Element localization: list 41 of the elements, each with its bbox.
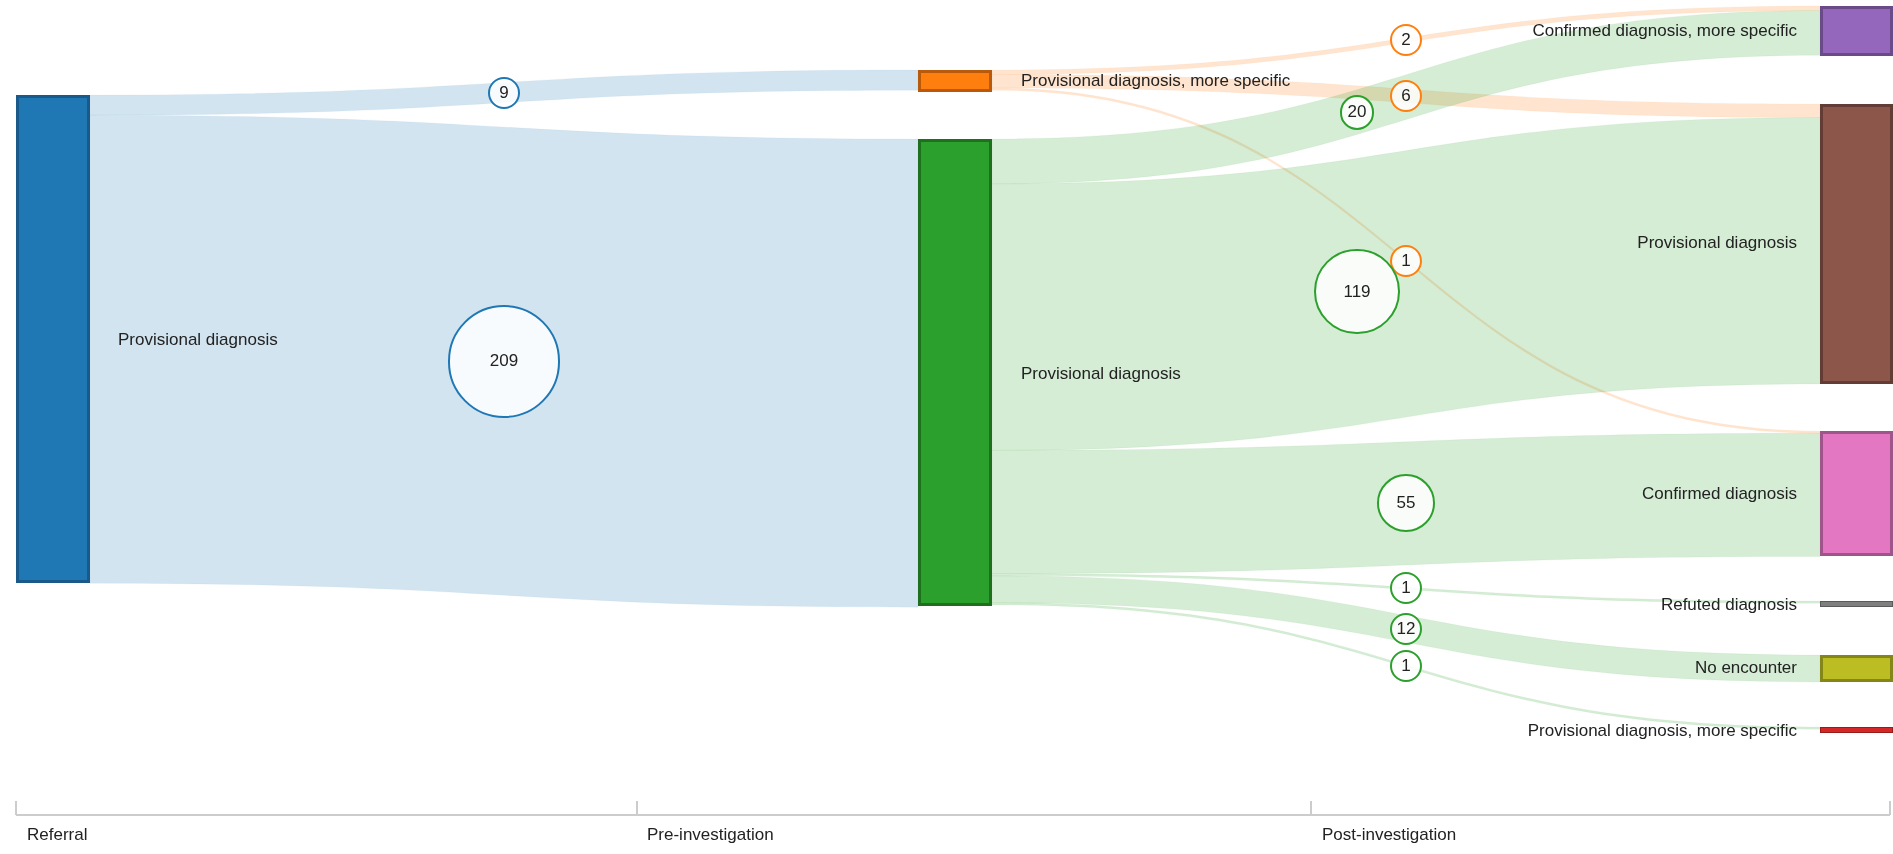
axis-label: Pre-investigation bbox=[647, 825, 774, 845]
flow-band bbox=[991, 432, 1821, 575]
flow-band bbox=[991, 74, 1821, 118]
flow-count: 209 bbox=[447, 304, 561, 418]
node-label: Confirmed diagnosis bbox=[1642, 484, 1797, 504]
flow-count: 12 bbox=[1390, 612, 1422, 645]
node-bar bbox=[1820, 655, 1893, 682]
node-bar bbox=[1820, 601, 1893, 607]
node-label: No encounter bbox=[1694, 658, 1797, 678]
node-bar bbox=[1820, 431, 1893, 556]
axis-label: Post-investigation bbox=[1322, 825, 1457, 845]
node-label: Refuted diagnosis bbox=[1660, 595, 1797, 615]
flow-count: 6 bbox=[1390, 79, 1422, 112]
flow-band bbox=[991, 10, 1821, 185]
flow-band bbox=[991, 573, 1821, 604]
flow-count: 55 bbox=[1377, 474, 1435, 533]
node-bar bbox=[918, 139, 992, 606]
node-bar bbox=[16, 95, 90, 583]
flow-count: 1 bbox=[1390, 649, 1422, 682]
flow-count: 2 bbox=[1390, 24, 1422, 57]
node-label: Provisional diagnosis bbox=[118, 330, 278, 350]
node-label: Provisional diagnosis, more specific bbox=[1527, 721, 1797, 741]
node-label: Provisional diagnosis bbox=[1637, 233, 1797, 253]
flow-band bbox=[89, 69, 919, 116]
node-bar bbox=[1820, 6, 1893, 56]
axis-label: Referral bbox=[27, 825, 88, 845]
flow-count: 9 bbox=[488, 76, 520, 109]
flow-band bbox=[991, 575, 1821, 683]
node-bar bbox=[1820, 727, 1893, 733]
flow-count: 1 bbox=[1390, 572, 1422, 605]
flow-band bbox=[89, 114, 919, 608]
flow-count: 119 bbox=[1314, 249, 1400, 335]
flow-count: 20 bbox=[1339, 94, 1375, 130]
flow-band bbox=[991, 5, 1821, 75]
node-label: Provisional diagnosis, more specific bbox=[1021, 71, 1291, 91]
flow-count: 1 bbox=[1390, 244, 1422, 277]
node-label: Confirmed diagnosis, more specific bbox=[1532, 21, 1797, 41]
flow-band bbox=[991, 602, 1821, 730]
node-bar bbox=[1820, 104, 1893, 384]
node-bar bbox=[918, 70, 992, 92]
node-label: Provisional diagnosis bbox=[1021, 364, 1181, 384]
